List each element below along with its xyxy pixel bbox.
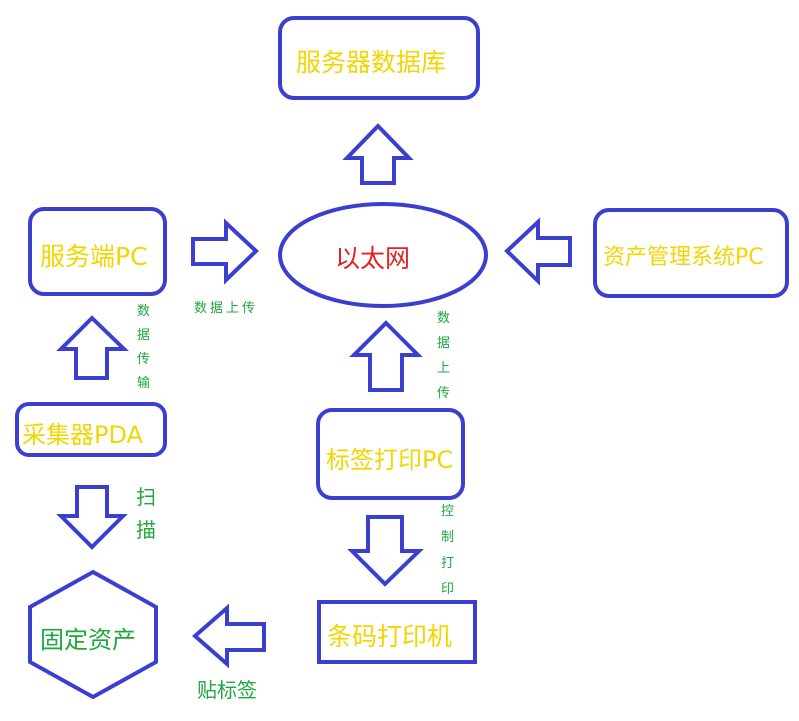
data-upload-char: 上 bbox=[437, 361, 451, 376]
data-upload-char: 据 bbox=[437, 336, 451, 351]
arrow-up-to-server-pc bbox=[56, 315, 129, 380]
collector-pda-box bbox=[15, 402, 167, 457]
collector-pda-label: 采集器PDA bbox=[22, 421, 143, 449]
data-transfer-char: 输 bbox=[137, 376, 151, 391]
ethernet-ellipse bbox=[278, 202, 488, 308]
control-print-char: 印 bbox=[441, 582, 455, 597]
control-print-char: 制 bbox=[441, 530, 455, 545]
server-db-label: 服务器数据库 bbox=[296, 48, 447, 77]
arrow-right-from-server-pc bbox=[191, 218, 259, 285]
server-pc-label: 服务端PC bbox=[40, 242, 148, 271]
fixed-asset-hexagon bbox=[28, 569, 158, 700]
arrow-left-from-asset-pc bbox=[504, 217, 572, 286]
server-pc-box bbox=[28, 207, 167, 296]
data-upload-label: 数据上传 bbox=[194, 301, 259, 316]
control-print-char: 控 bbox=[441, 504, 455, 519]
arrow-down-to-printer bbox=[347, 515, 424, 587]
data-upload-char: 数 bbox=[437, 311, 451, 326]
control-print-char: 打 bbox=[441, 556, 455, 571]
fixed-asset-label: 固定资产 bbox=[40, 626, 136, 654]
server-db-box bbox=[278, 16, 480, 100]
data-transfer-label: 数 据 传 输 bbox=[137, 305, 150, 390]
arrow-up-to-db bbox=[342, 123, 414, 185]
data-transfer-char: 据 bbox=[137, 328, 151, 343]
arrow-up-to-ethernet bbox=[349, 320, 423, 392]
arrow-left-to-asset bbox=[191, 603, 266, 669]
data-upload-vertical-label: 数 据 上 传 bbox=[437, 312, 450, 400]
data-upload-char: 传 bbox=[437, 386, 451, 401]
ethernet-label: 以太网 bbox=[335, 244, 411, 273]
scan-label: 扫 描 bbox=[136, 487, 156, 540]
data-transfer-char: 数 bbox=[137, 304, 151, 319]
arrow-down-scan bbox=[56, 485, 128, 550]
stick-label-label: 贴标签 bbox=[197, 678, 257, 702]
control-print-label: 控 制 打 印 bbox=[441, 505, 454, 596]
barcode-printer-label: 条码打印机 bbox=[327, 622, 453, 651]
data-transfer-char: 传 bbox=[137, 352, 151, 367]
label-print-pc-label: 标签打印PC bbox=[326, 446, 454, 474]
barcode-printer-box bbox=[317, 600, 477, 664]
asset-mgmt-pc-box bbox=[593, 208, 789, 298]
asset-mgmt-pc-label: 资产管理系统PC bbox=[603, 245, 764, 270]
scan-char: 描 bbox=[136, 518, 156, 542]
label-print-pc-box bbox=[316, 408, 465, 500]
scan-char: 扫 bbox=[136, 485, 156, 509]
